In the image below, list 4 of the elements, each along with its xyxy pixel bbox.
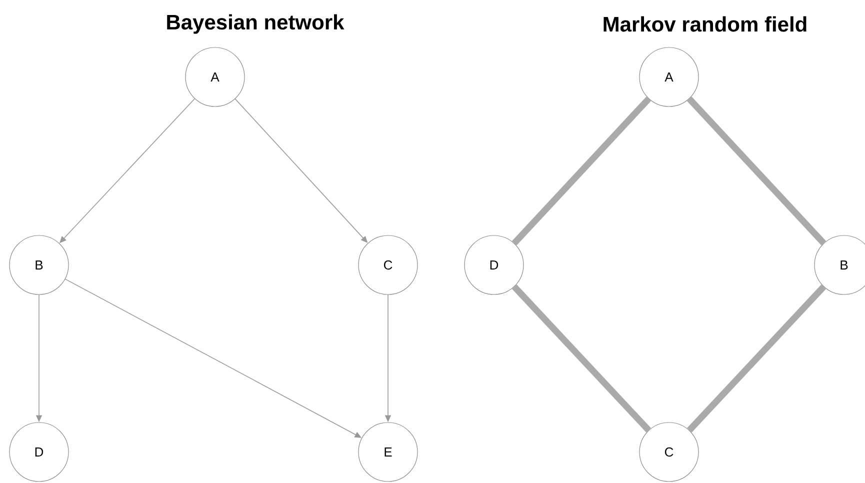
connector-line — [512, 96, 652, 246]
connector-line — [687, 284, 826, 432]
connector-line — [686, 96, 826, 246]
connector-line — [512, 284, 652, 432]
